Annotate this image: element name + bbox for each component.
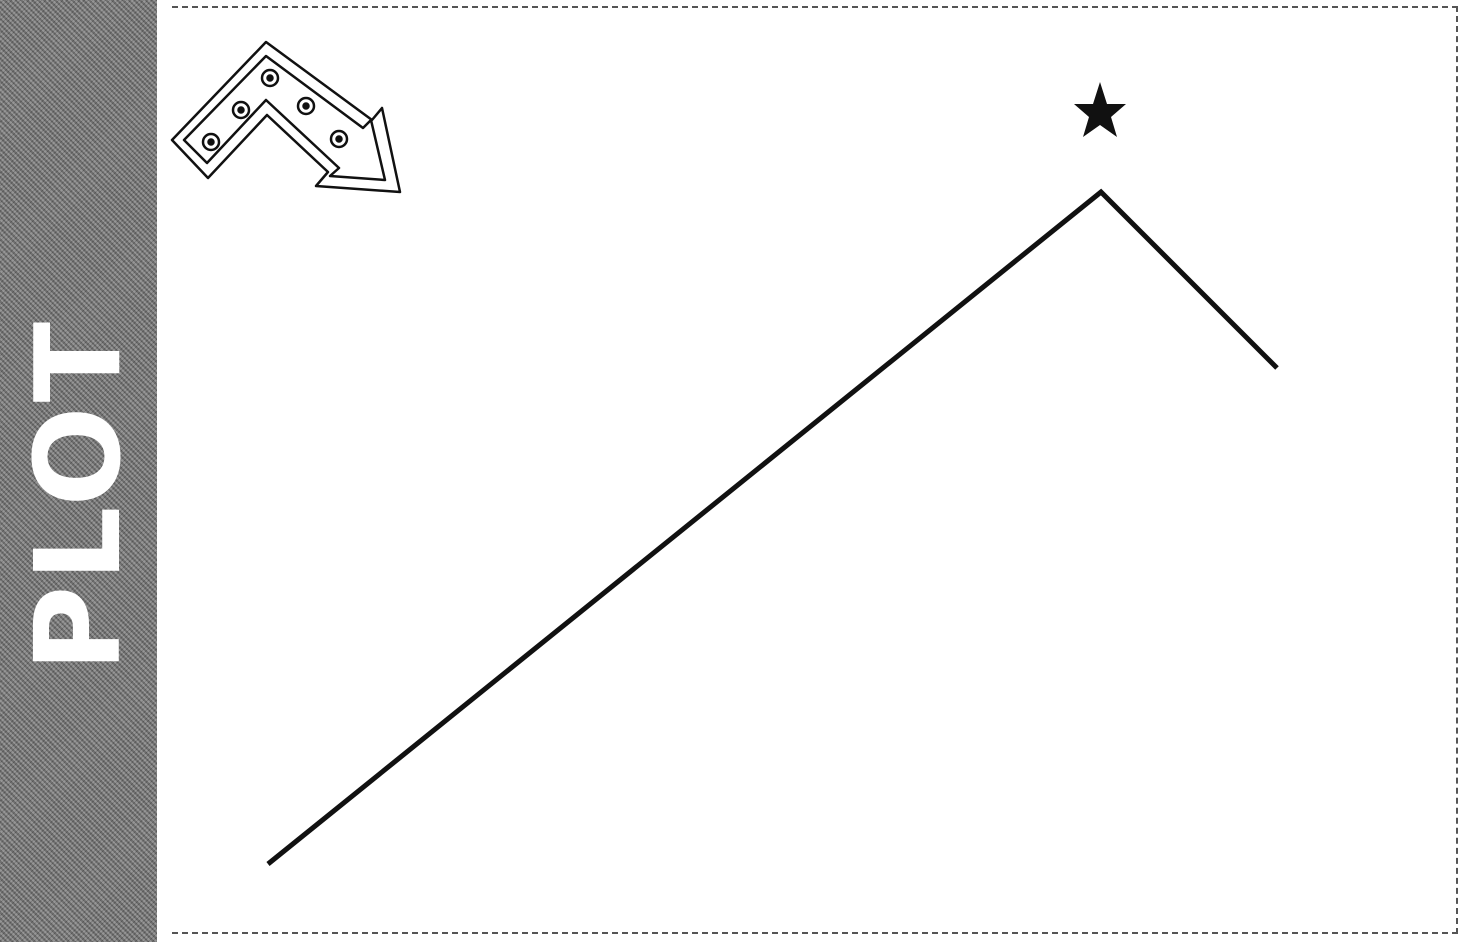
plot-line	[268, 192, 1277, 864]
arrow-icon	[172, 42, 400, 192]
star-icon	[1074, 82, 1126, 137]
